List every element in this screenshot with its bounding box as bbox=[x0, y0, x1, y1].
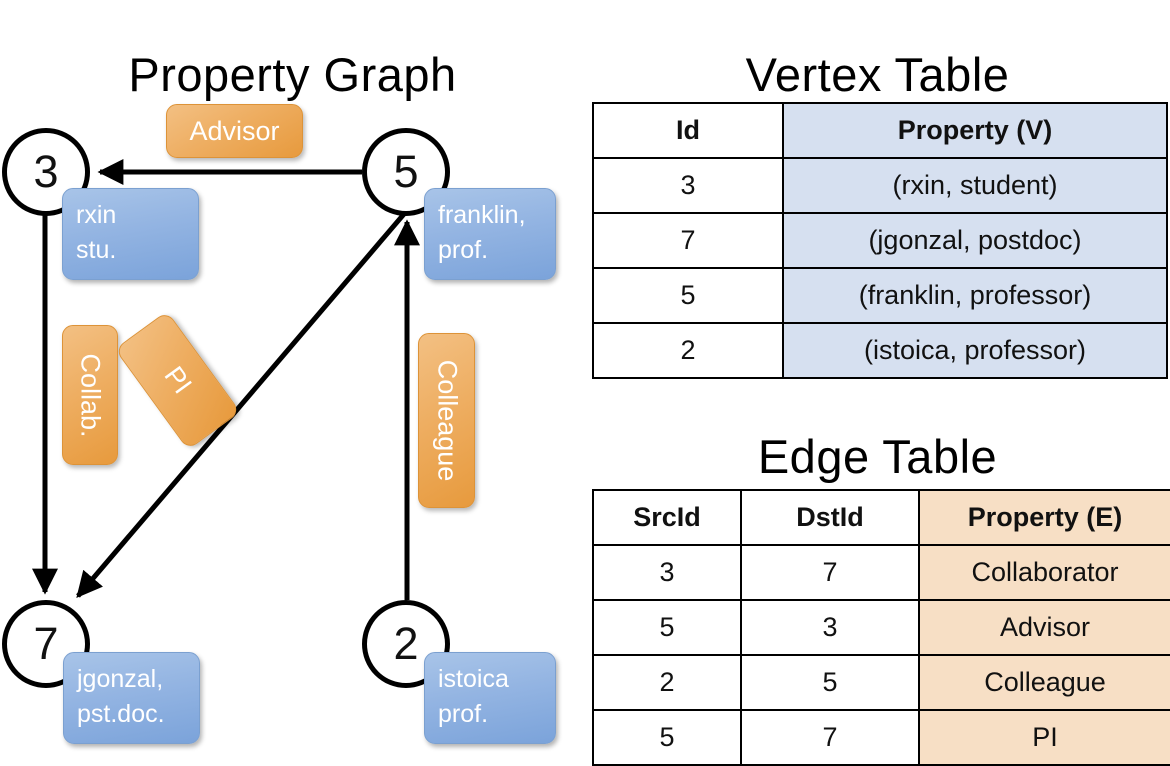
vertex-cell-id: 3 bbox=[592, 157, 784, 214]
vertex-cell-property: (istoica, professor) bbox=[782, 322, 1168, 379]
node-property-2-line2: prof. bbox=[438, 699, 489, 728]
edge-5-to-7 bbox=[76, 212, 406, 598]
page-title-vertex-table: Vertex Table bbox=[745, 48, 1010, 102]
node-property-callout-5: franklin, prof. bbox=[424, 188, 556, 280]
node-property-3-line2: stu. bbox=[76, 235, 117, 264]
table-row: 5 7 PI bbox=[592, 709, 1170, 766]
graph-edges-canvas bbox=[32, 159, 420, 600]
node-property-7-line2: pst.doc. bbox=[77, 699, 165, 728]
edge-table-header-row: SrcId DstId Property (E) bbox=[592, 489, 1170, 546]
property-graph-panel: Property Graph 3 5 7 2 rxin stu. frankli… bbox=[0, 0, 585, 760]
edge-cell-property: Advisor bbox=[918, 599, 1170, 656]
vertex-table: Id Property (V) 3 (rxin, student) 7 (jgo… bbox=[592, 102, 1168, 379]
table-row: 5 3 Advisor bbox=[592, 599, 1170, 656]
graph-node-7-label: 7 bbox=[33, 618, 59, 669]
graph-node-5-label: 5 bbox=[393, 146, 419, 197]
table-row: 5 (franklin, professor) bbox=[592, 267, 1168, 324]
page-title-property-graph: Property Graph bbox=[128, 48, 457, 102]
edge-label-colleague-text: Colleague bbox=[432, 359, 462, 482]
edge-cell-srcid: 3 bbox=[592, 544, 742, 601]
vertex-cell-id: 2 bbox=[592, 322, 784, 379]
vertex-table-header-row: Id Property (V) bbox=[592, 102, 1168, 159]
edge-cell-property: Collaborator bbox=[918, 544, 1170, 601]
edge-cell-srcid: 5 bbox=[592, 599, 742, 656]
edge-cell-property: Colleague bbox=[918, 654, 1170, 711]
edge-cell-dstid: 7 bbox=[740, 709, 920, 766]
vertex-cell-property: (jgonzal, postdoc) bbox=[782, 212, 1168, 269]
edge-label-pi-text: PI bbox=[158, 361, 198, 400]
edge-col-header-dstid: DstId bbox=[740, 489, 920, 546]
vertex-col-header-property: Property (V) bbox=[782, 102, 1168, 159]
node-property-callout-2: istoica prof. bbox=[424, 652, 556, 744]
edge-label-collab-text: Collab. bbox=[75, 352, 106, 438]
node-property-callout-3: rxin stu. bbox=[62, 188, 199, 280]
table-row: 7 (jgonzal, postdoc) bbox=[592, 212, 1168, 269]
table-row: 3 7 Collaborator bbox=[592, 544, 1170, 601]
vertex-cell-id: 5 bbox=[592, 267, 784, 324]
edge-cell-dstid: 3 bbox=[740, 599, 920, 656]
edge-label-advisor-text: Advisor bbox=[189, 115, 280, 146]
node-property-5-line2: prof. bbox=[438, 235, 489, 264]
vertex-cell-id: 7 bbox=[592, 212, 784, 269]
graph-node-3-label: 3 bbox=[33, 146, 59, 197]
table-row: 2 (istoica, professor) bbox=[592, 322, 1168, 379]
node-property-5-line1: franklin, bbox=[438, 201, 526, 229]
node-property-callout-7: jgonzal, pst.doc. bbox=[63, 652, 200, 744]
edge-cell-srcid: 5 bbox=[592, 709, 742, 766]
edge-cell-property: PI bbox=[918, 709, 1170, 766]
edge-label-collab: Collab. bbox=[62, 325, 118, 465]
edge-cell-dstid: 5 bbox=[740, 654, 920, 711]
edge-label-colleague: Colleague bbox=[418, 333, 475, 508]
edge-cell-srcid: 2 bbox=[592, 654, 742, 711]
edge-table: SrcId DstId Property (E) 3 7 Collaborato… bbox=[592, 489, 1170, 766]
edge-col-header-property: Property (E) bbox=[918, 489, 1170, 546]
vertex-cell-property: (rxin, student) bbox=[782, 157, 1168, 214]
graph-node-2[interactable]: 2 bbox=[362, 600, 450, 688]
edge-col-header-srcid: SrcId bbox=[592, 489, 742, 546]
node-property-7-line1: jgonzal, bbox=[77, 665, 164, 693]
vertex-col-header-id: Id bbox=[592, 102, 784, 159]
table-row: 2 5 Colleague bbox=[592, 654, 1170, 711]
page-title-edge-table: Edge Table bbox=[757, 430, 998, 484]
edge-cell-dstid: 7 bbox=[740, 544, 920, 601]
graph-node-2-label: 2 bbox=[393, 618, 419, 669]
node-property-3-line1: rxin bbox=[76, 201, 117, 229]
vertex-cell-property: (franklin, professor) bbox=[782, 267, 1168, 324]
node-property-2-line1: istoica bbox=[438, 665, 509, 693]
edge-label-advisor: Advisor bbox=[166, 104, 303, 158]
graph-node-5[interactable]: 5 bbox=[362, 128, 450, 216]
table-row: 3 (rxin, student) bbox=[592, 157, 1168, 214]
